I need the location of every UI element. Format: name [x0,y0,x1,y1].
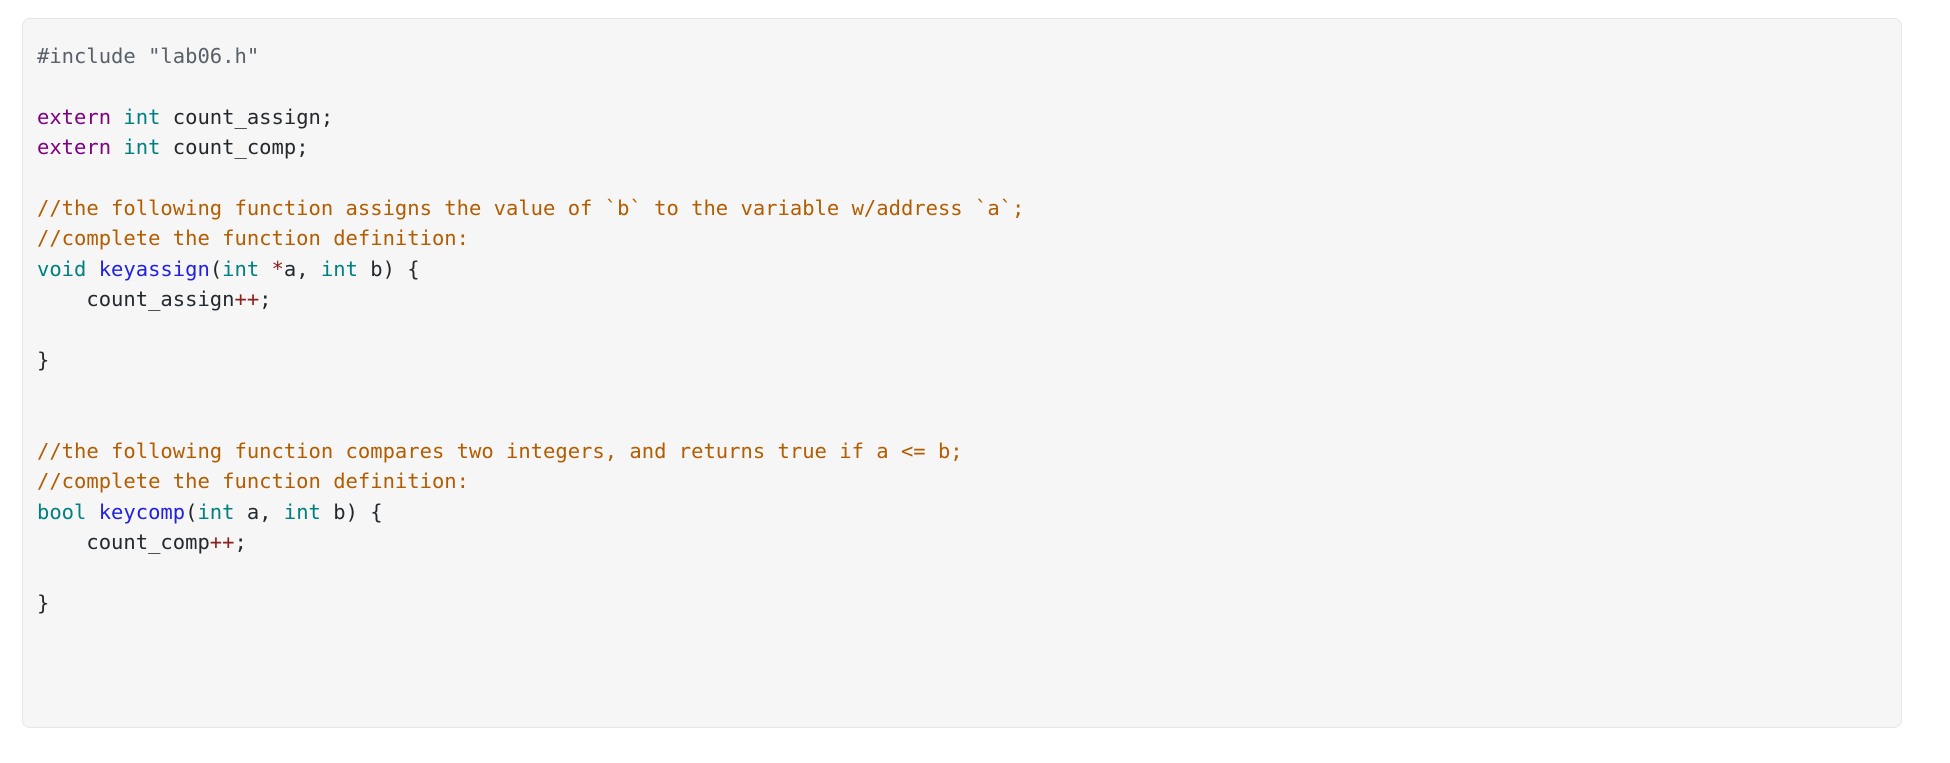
code-token: int [283,499,321,524]
code-token: //the following function assigns the val… [37,195,1025,220]
code-content[interactable]: #include "lab06.h" extern int count_assi… [23,19,1901,618]
code-line-blank [37,375,1901,405]
code-token: keyassign [98,256,210,281]
code-line: } [37,588,1901,618]
code-token: } [37,347,50,372]
code-line: //complete the function definition: [37,466,1901,496]
code-token: extern [37,104,112,129]
code-token: count_comp [37,530,210,555]
code-token: ; [234,530,247,555]
code-line: } [37,345,1901,375]
code-line: extern int count_assign; [37,102,1901,132]
code-token: b) { [357,256,420,281]
code-token: ( [185,499,198,524]
code-line: count_comp++; [37,527,1901,557]
code-token: int [197,499,235,524]
code-line-blank [37,315,1901,345]
code-token [86,257,98,281]
code-block[interactable]: #include "lab06.h" extern int count_assi… [22,18,1902,728]
code-token: int [123,104,161,129]
code-token: ( [209,256,223,281]
code-token: count_comp; [160,135,309,160]
code-token: count_assign [37,287,235,312]
code-token: count_assign; [160,104,334,129]
code-line-blank [37,71,1901,101]
code-line: extern int count_comp; [37,132,1901,162]
code-token: extern [37,135,112,160]
code-line: count_assign++; [37,284,1901,314]
code-line-blank [37,163,1901,193]
code-token: bool [37,499,87,524]
code-token: int [123,135,161,160]
code-line: bool keycomp(int a, int b) { [37,497,1901,527]
code-token: #include "lab06.h" [37,44,260,68]
code-token: //complete the function definition: [37,469,469,494]
code-token: b) { [320,499,383,524]
code-token: int [320,256,358,281]
code-line: void keyassign(int *a, int b) { [37,254,1901,284]
code-token [111,135,123,159]
code-token: void [37,256,87,281]
code-line-blank [37,406,1901,436]
code-token: * [271,256,284,281]
code-line-blank [37,558,1901,588]
code-token: a, [283,256,321,281]
code-token: int [222,256,260,281]
code-token: } [37,591,50,616]
code-line: #include "lab06.h" [37,41,1901,71]
code-token: a, [234,499,284,524]
code-line: //complete the function definition: [37,223,1901,253]
code-token: ++ [209,530,235,555]
code-line: //the following function compares two in… [37,436,1901,466]
code-token [86,500,98,524]
code-line: //the following function assigns the val… [37,193,1901,223]
code-token: ; [259,287,272,312]
code-token: //the following function compares two in… [37,439,963,464]
code-token: //complete the function definition: [37,226,469,251]
code-token [111,105,123,129]
code-token: ++ [234,287,260,312]
code-token [259,257,271,281]
code-token: keycomp [98,499,186,524]
